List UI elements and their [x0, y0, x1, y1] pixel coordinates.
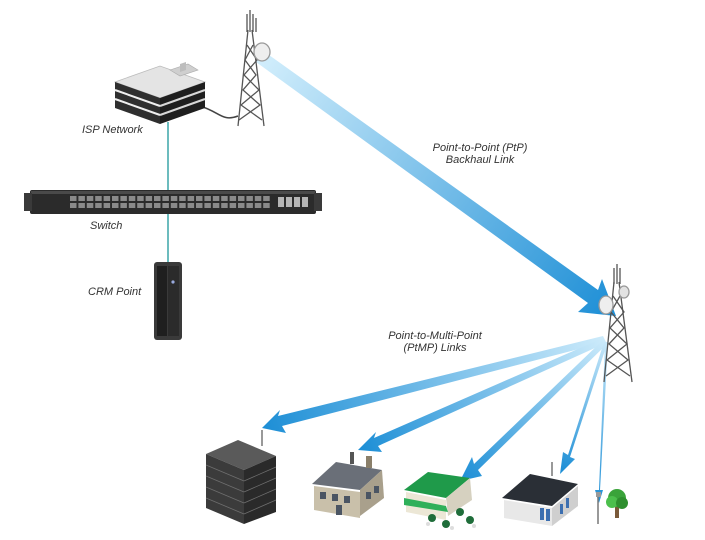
switch-port	[179, 196, 186, 201]
switch-port	[145, 196, 153, 201]
switch-port	[162, 196, 169, 201]
switch-port	[221, 203, 228, 208]
tower-icon	[237, 10, 271, 127]
switch-icon	[24, 190, 322, 214]
ptmp-beam-tree	[595, 342, 608, 503]
tower-icon	[598, 264, 633, 383]
switch-port	[112, 196, 119, 201]
ptmp-beam-restaurant	[460, 340, 607, 481]
switch-port	[196, 203, 203, 208]
switch-port	[212, 203, 220, 208]
switch-port	[263, 203, 270, 208]
switch-port	[95, 196, 102, 201]
restaurant-icon	[404, 472, 476, 530]
switch-port	[246, 203, 253, 208]
switch-port	[179, 203, 186, 208]
sfp-port	[286, 197, 292, 207]
crm-point-label: CRM Point	[88, 286, 142, 298]
ptmp-link-label-line2: (PtMP) Links	[403, 342, 467, 354]
ptmp-beam-office	[262, 336, 606, 433]
office-building-icon	[205, 430, 277, 524]
switch-port	[238, 203, 245, 208]
switch-port	[70, 203, 77, 208]
switch-port	[254, 196, 262, 201]
cables	[167, 105, 239, 262]
crm-point-icon	[154, 262, 182, 340]
sfp-port	[278, 197, 284, 207]
switch-port	[70, 196, 77, 201]
tree-lamp-icon	[596, 489, 628, 524]
switch-port	[154, 203, 161, 208]
switch-port	[229, 196, 237, 201]
switch-port	[128, 196, 136, 201]
switch-port	[263, 196, 270, 201]
switch-port	[112, 203, 119, 208]
switch-port	[221, 196, 228, 201]
switch-port	[238, 196, 245, 201]
switch-port	[187, 196, 195, 201]
ptp-backhaul-beam	[256, 50, 616, 316]
switch-port	[145, 203, 153, 208]
switch-port	[246, 196, 253, 201]
switch-port	[137, 203, 144, 208]
switch-port	[170, 203, 178, 208]
switch-port	[254, 203, 262, 208]
switch-port	[196, 196, 203, 201]
ptmp-beam-house	[358, 338, 606, 452]
ptmp-beam-store	[560, 342, 607, 474]
ptp-link-label-line2: Backhaul Link	[445, 154, 515, 166]
sfp-port	[302, 197, 308, 207]
switch-port	[78, 203, 85, 208]
switch-port	[103, 196, 111, 201]
switch-port	[229, 203, 237, 208]
house-icon	[312, 452, 384, 518]
switch-port	[204, 196, 211, 201]
switch-port	[170, 196, 178, 201]
ptmp-link-label: Point-to-Multi-Point (PtMP) Links	[370, 330, 500, 354]
switch-port	[95, 203, 102, 208]
switch-port	[154, 196, 161, 201]
switch-port	[137, 196, 144, 201]
switch-port	[103, 203, 111, 208]
switch-port	[187, 203, 195, 208]
store-icon	[502, 462, 578, 526]
ptp-link-label-line1: Point-to-Point (PtP)	[432, 142, 528, 154]
isp-network-label: ISP Network	[82, 124, 143, 136]
server-icon	[113, 62, 207, 124]
switch-port	[212, 196, 220, 201]
switch-port	[86, 196, 94, 201]
switch-port	[120, 203, 127, 208]
switch-port	[128, 203, 136, 208]
ptmp-beams	[262, 336, 608, 503]
switch-label: Switch	[90, 220, 123, 232]
switch-port	[204, 203, 211, 208]
switch-port	[78, 196, 85, 201]
isp-to-tower-cable	[199, 105, 239, 119]
switch-port	[162, 203, 169, 208]
sfp-port	[294, 197, 300, 207]
switch-port	[86, 203, 94, 208]
ptmp-link-label-line1: Point-to-Multi-Point	[388, 330, 482, 342]
switch-port	[120, 196, 127, 201]
ptp-link-label: Point-to-Point (PtP) Backhaul Link	[420, 142, 540, 166]
